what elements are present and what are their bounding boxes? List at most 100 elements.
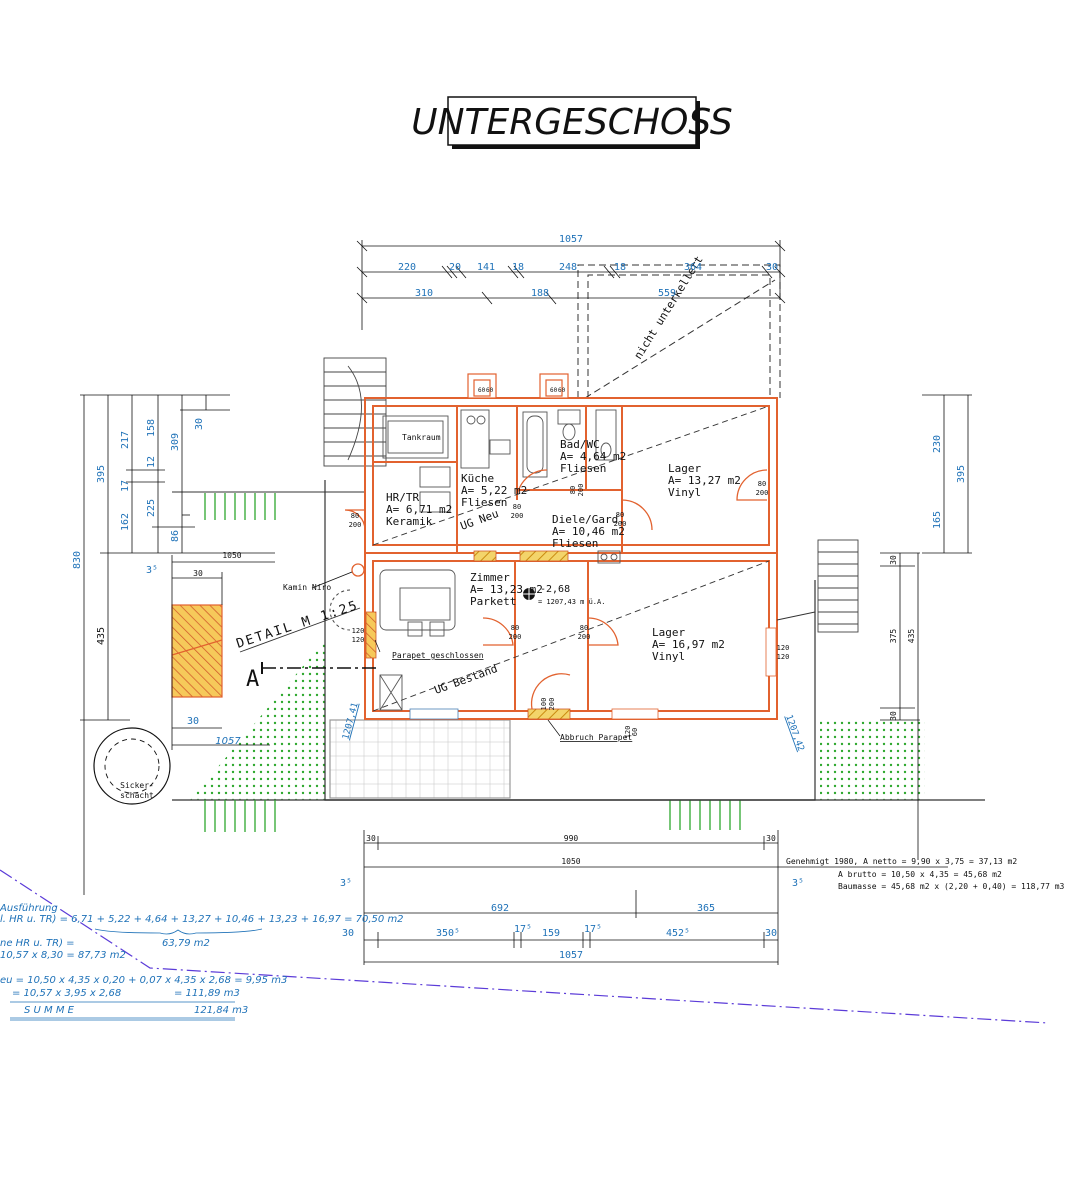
approval-notes: Genehmigt 1980, A netto = 9,90 x 3,75 = … [786,857,1065,891]
svg-text:310: 310 [415,288,433,299]
svg-text:248: 248 [559,262,577,273]
svg-text:200: 200 [577,484,585,497]
left-dimensions [80,394,275,895]
svg-text:200: 200 [511,512,524,520]
svg-text:1050: 1050 [222,551,241,560]
hatched-elements [365,550,777,720]
page-title: UNTERGESCHOSS [411,102,733,143]
svg-text:80: 80 [569,486,577,494]
svg-text:30: 30 [765,928,777,939]
tankraum-label: Tankraum [402,433,441,442]
svg-text:188: 188 [531,288,549,299]
ug-bestand-label: UG Bestand [433,662,500,697]
top-dimensions [356,240,786,330]
svg-text:20: 20 [449,262,461,273]
svg-text:A: A [246,667,259,692]
fixtures [379,409,621,711]
svg-text:200: 200 [548,698,556,711]
svg-text:A brutto = 10,50 x 4,35 = 45,6: A brutto = 10,50 x 4,35 = 45,68 m2 [838,870,1002,879]
svg-text:120: 120 [352,627,365,635]
svg-text:395: 395 [956,465,967,483]
terrain [172,491,985,832]
svg-text:17⁵: 17⁵ [514,924,532,935]
svg-text:80: 80 [580,624,588,632]
title-block: UNTERGESCHOSS [411,96,733,149]
svg-text:200: 200 [349,521,362,529]
svg-text:63,79 m2: 63,79 m2 [162,938,210,949]
svg-text:80: 80 [513,503,521,511]
svg-text:18: 18 [614,262,626,273]
svg-text:30: 30 [889,711,898,721]
door-swings [344,469,768,710]
svg-text:60: 60 [550,387,558,394]
svg-text:100: 100 [540,698,548,711]
walls [364,397,778,720]
svg-text:692: 692 [491,903,509,914]
svg-text:120: 120 [352,636,365,644]
svg-text:435: 435 [96,627,107,645]
nicht-unterkellert-area [577,264,781,399]
svg-text:3⁵: 3⁵ [792,878,804,889]
svg-text:159: 159 [542,928,560,939]
svg-text:3⁵: 3⁵ [340,878,352,889]
svg-text:158: 158 [146,419,157,437]
detail-dimensions [171,555,275,750]
svg-text:schacht: schacht [120,791,154,800]
svg-text:ne HR u. TR) =: ne HR u. TR) = [0,938,75,949]
svg-text:559: 559 [658,288,676,299]
stair-right [817,539,859,633]
svg-text:10,57 x 8,30 = 87,73 m2: 10,57 x 8,30 = 87,73 m2 [0,950,126,961]
ug-neu-label: UG Neu [459,507,501,533]
chimneys [467,373,569,399]
stair-top-left [323,357,387,467]
svg-text:17⁵: 17⁵ [584,924,602,935]
svg-text:eu = 10,50 x 4,35 x 0,20 + 0,0: eu = 10,50 x 4,35 x 0,20 + 0,07 x 4,35 x… [0,975,287,986]
svg-text:-2,68: -2,68 [540,584,570,595]
bottom-dimensions [363,830,948,965]
abbruch-label: Abbruch Parapet [560,733,632,742]
svg-text:435: 435 [907,629,916,644]
parapet-label: Parapet geschlossen [392,651,484,660]
svg-text:= 10,57 x 3,95 x 2,68: = 10,57 x 3,95 x 2,68 [12,988,121,999]
svg-text:120: 120 [777,653,790,661]
svg-text:30: 30 [766,834,776,843]
svg-text:120: 120 [777,644,790,652]
svg-text:80: 80 [351,512,359,520]
svg-text:l. HR u. TR) = 6,71 + 5,22 + 4: l. HR u. TR) = 6,71 + 5,22 + 4,64 + 13,2… [0,914,404,925]
svg-text:S U M M E: S U M M E [24,1005,75,1016]
svg-text:30: 30 [187,716,199,727]
detail-block: DETAIL M 1:25 [171,598,361,698]
svg-text:60: 60 [478,387,486,394]
svg-text:30: 30 [194,418,205,430]
svg-text:121,84 m3: 121,84 m3 [194,1005,248,1016]
svg-text:1050: 1050 [561,857,580,866]
svg-text:60: 60 [631,728,639,736]
svg-text:80: 80 [758,480,766,488]
svg-text:200: 200 [509,633,522,641]
svg-text:364: 364 [684,262,702,273]
svg-text:200: 200 [578,633,591,641]
svg-text:30: 30 [342,928,354,939]
level-marker: -2,68 = 1207,43 m ü.A. [519,584,605,606]
svg-text:225: 225 [146,499,157,517]
svg-text:165: 165 [932,511,943,529]
sickerschacht [93,727,171,805]
svg-text:217: 217 [120,431,131,449]
svg-text:80: 80 [511,624,519,632]
right-dimensions [880,394,972,860]
svg-text:Sicker-: Sicker- [120,781,154,790]
svg-text:200: 200 [756,489,769,497]
svg-text:Kamin Niro: Kamin Niro [283,583,331,592]
svg-text:220: 220 [398,262,416,273]
svg-text:3⁵: 3⁵ [146,565,158,576]
svg-text:1057: 1057 [559,234,583,245]
foundation-outline [324,480,816,801]
svg-text:350⁵: 350⁵ [436,928,460,939]
